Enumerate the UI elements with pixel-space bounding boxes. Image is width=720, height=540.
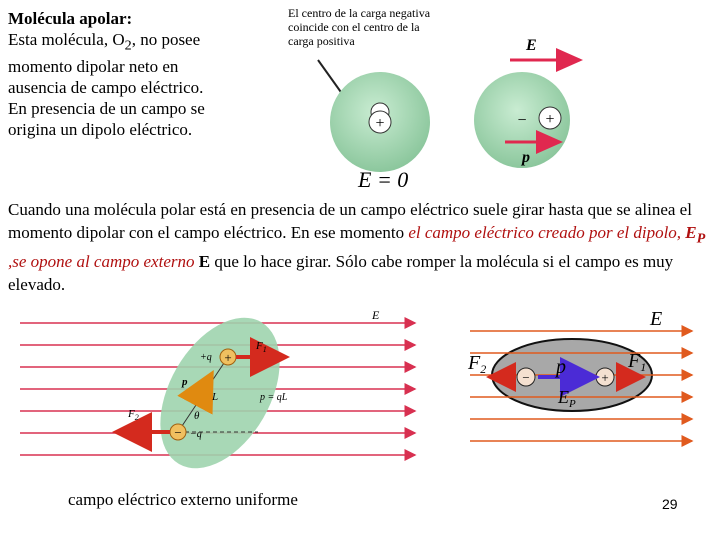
intro-line-2: momento dipolar neto en	[8, 57, 179, 77]
left-field-label: E	[371, 308, 380, 322]
right-f2-main: F	[467, 352, 481, 374]
explanation-paragraph: Cuando una molécula polar está en presen…	[8, 198, 712, 296]
right-field-label: E	[649, 308, 662, 330]
right-f1-sub: 1	[640, 360, 646, 374]
intro-line-1: Esta molécula, O2, no posee	[8, 29, 270, 56]
right-ep-label: EP	[557, 387, 576, 410]
field-label: E	[525, 37, 537, 54]
minus-sign-shifted: −	[517, 112, 526, 129]
plus-sign-shifted: +	[545, 111, 554, 128]
charge-center-note: El centro de la carga negativa coincide …	[288, 6, 478, 48]
top-figure: − + E = 0 − + p E	[317, 37, 583, 192]
field-lines-right	[470, 325, 694, 447]
intro-line-5: origina un dipolo eléctrico.	[8, 120, 193, 140]
para-part-5: que lo hace girar. Sólo cabe romper la m…	[8, 252, 674, 295]
intro-line-3: ausencia de campo eléctrico.	[8, 78, 204, 98]
plus-q-label: +q	[200, 352, 212, 363]
note-line-1: El centro de la carga negativa	[288, 6, 431, 20]
f1-label-main: F	[255, 340, 263, 352]
minus-q-label: −q	[190, 429, 202, 440]
para-part-1: Cuando una molécula polar está en presen…	[8, 200, 692, 242]
para-ep-sub: P	[696, 230, 706, 247]
f1-label-sub: 1	[263, 345, 267, 354]
intro-line-4: En presencia de un campo se	[8, 99, 205, 119]
f2-label: F2	[127, 408, 139, 422]
dipole-moment-arrow	[177, 369, 214, 415]
f2-label-main: F	[127, 408, 135, 420]
para-ep: EP	[685, 223, 705, 246]
right-f2-label: F2	[467, 352, 486, 376]
right-ep-main: E	[557, 387, 569, 407]
right-f1-label: F1	[627, 350, 646, 374]
right-figure: E − + p F1 F2 EP	[467, 308, 694, 447]
left-figure: E + − F1 F2 +q −q p L θ p = qL	[20, 308, 417, 469]
para-part-3: ,se opone al campo externo	[8, 252, 199, 272]
right-f2-sub: 2	[480, 362, 486, 376]
right-plus-sign: +	[601, 370, 608, 385]
intro-line-1-b: , no posee	[131, 30, 201, 49]
L-label: L	[211, 391, 218, 403]
para-part-2: el campo eléctrico creado por el dipolo,	[408, 223, 686, 242]
right-negative-charge	[516, 367, 536, 387]
intro-line-1-sub: 2	[124, 37, 132, 54]
negative-sign: −	[174, 425, 181, 440]
positive-sign: +	[224, 350, 231, 365]
intro-text: Molécula apolar: Esta molécula, O2, no p…	[8, 8, 270, 140]
positive-center	[368, 110, 392, 134]
plus-sign: +	[375, 115, 384, 132]
dipole-label: p	[520, 149, 530, 166]
para-part-4: E	[198, 252, 211, 272]
right-f1-main: F	[627, 350, 641, 372]
para-ep-main: E	[685, 223, 697, 242]
theta-label: θ	[194, 410, 200, 422]
intro-line-1-a: Esta molécula, O	[8, 30, 125, 49]
page-number: 29	[662, 496, 678, 512]
note-line-3: carga positiva	[288, 34, 355, 48]
intro-title: Molécula apolar:	[8, 9, 133, 28]
right-ep-sub: P	[568, 398, 576, 410]
p-label: p	[181, 376, 188, 388]
positive-center-shifted	[538, 106, 562, 130]
note-line-2: coincide con el centro de la	[288, 20, 420, 34]
f2-label-sub: 2	[135, 413, 139, 422]
f1-label: F1	[255, 340, 267, 354]
figure-caption: campo eléctrico externo uniforme	[68, 490, 298, 509]
right-minus-sign: −	[522, 370, 529, 385]
zero-field-label: E = 0	[357, 167, 408, 192]
p-equation: p = qL	[259, 392, 288, 403]
right-p-label: p	[554, 356, 566, 378]
